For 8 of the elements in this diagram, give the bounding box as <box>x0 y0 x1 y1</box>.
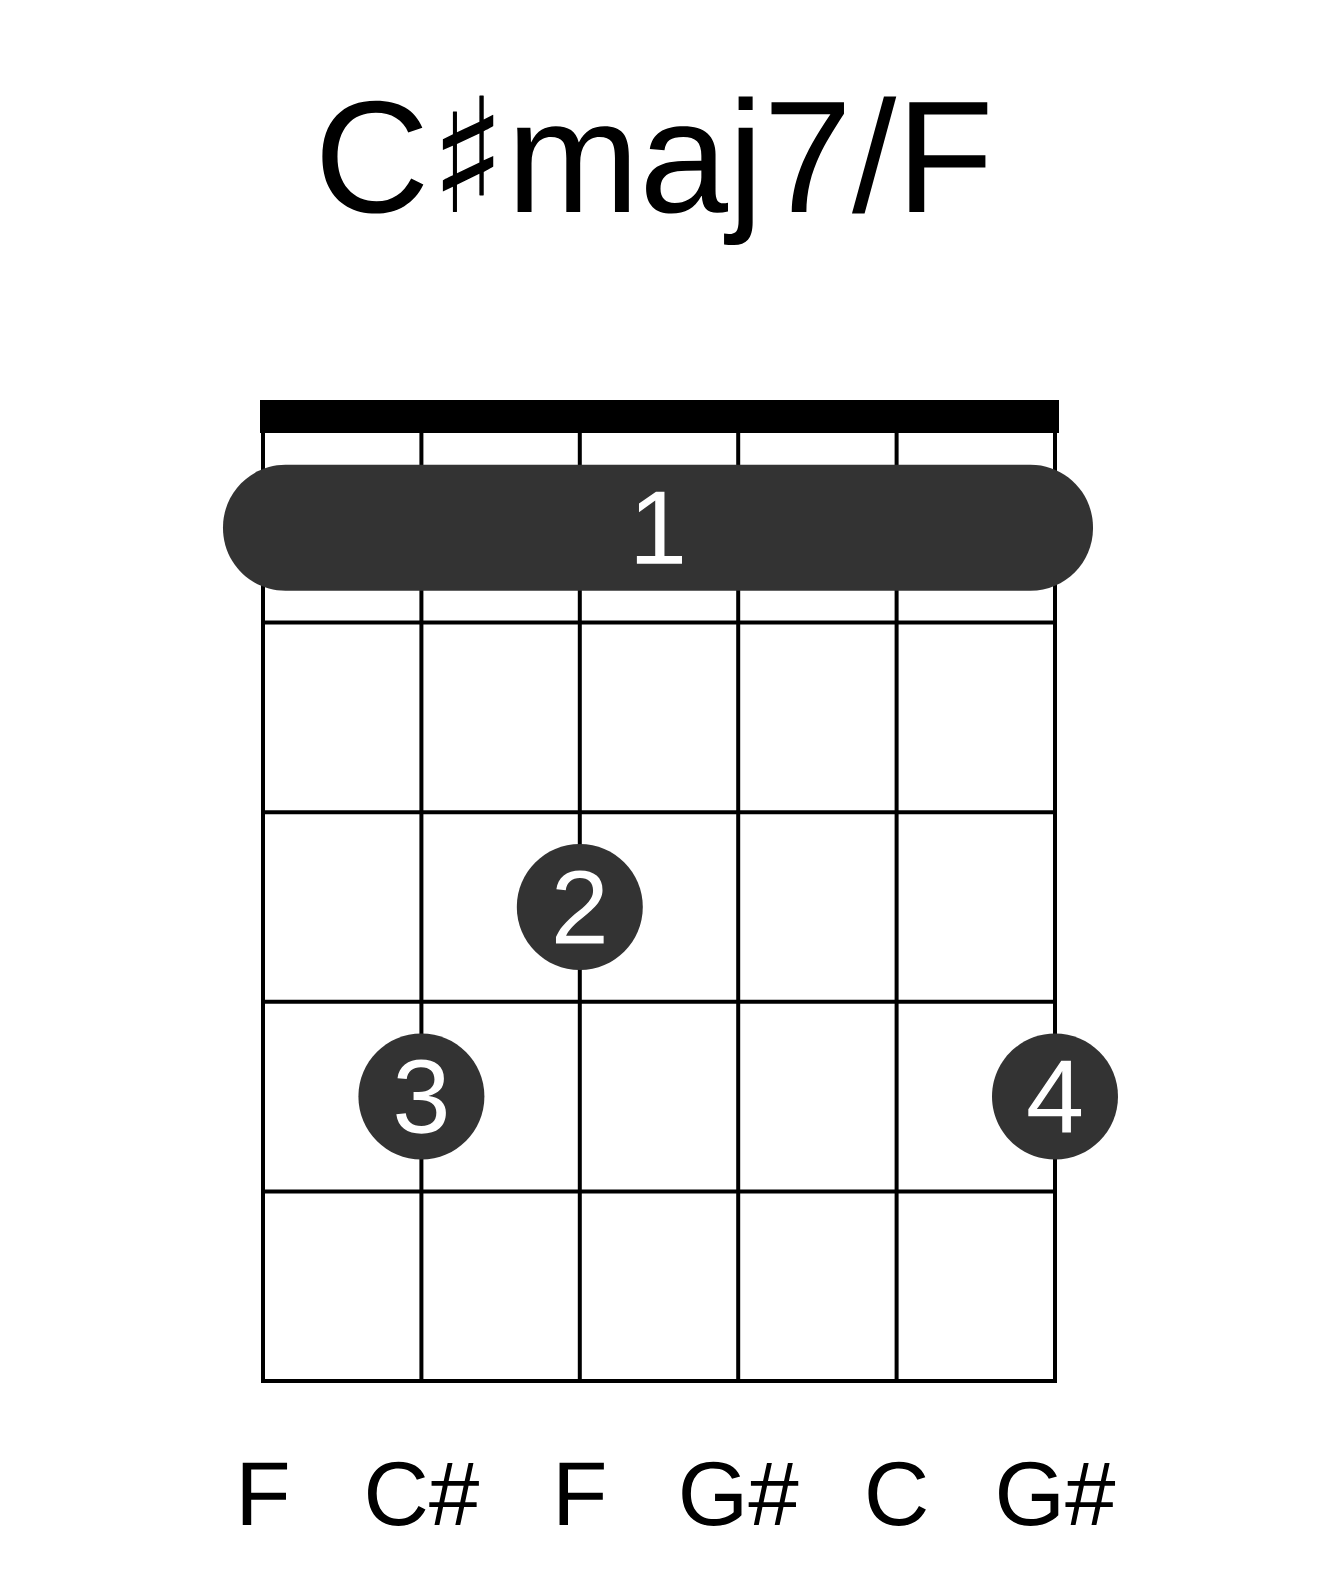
barre-bar: 1 <box>223 464 1093 591</box>
note-name: C <box>868 1461 926 1526</box>
note-name: G# <box>682 1461 799 1526</box>
note-name: F <box>242 1462 288 1525</box>
chord-title: C♯maj7/F <box>322 95 988 246</box>
note-name: G# <box>999 1461 1116 1526</box>
note-name: F <box>559 1462 604 1525</box>
note-name: C# <box>368 1461 479 1526</box>
